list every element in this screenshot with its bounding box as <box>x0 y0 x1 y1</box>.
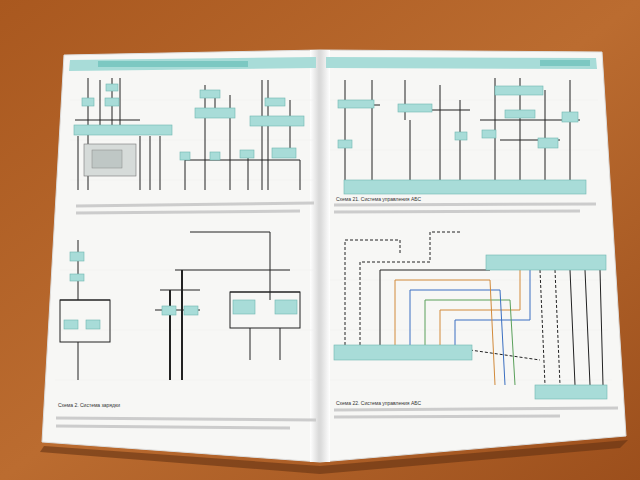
caption-text-blur <box>334 416 560 417</box>
caption: Схема 2. Система зарядки <box>58 402 120 408</box>
component-box <box>338 86 586 194</box>
wiring-diagram <box>75 78 300 190</box>
caption-text-blur <box>334 211 580 212</box>
caption-text-blur <box>56 418 316 420</box>
header-bar <box>98 61 248 67</box>
caption-text-blur <box>334 408 618 410</box>
right-page <box>320 50 626 462</box>
header-bar <box>326 57 597 69</box>
header-bar <box>69 57 316 71</box>
caption-text-blur <box>76 203 314 206</box>
component-box <box>334 255 607 399</box>
left-page <box>42 50 320 462</box>
wiring-diagram <box>60 232 300 380</box>
component-box <box>64 252 297 329</box>
caption-text-blur <box>334 204 596 205</box>
caption-text-blur <box>76 211 300 213</box>
grid <box>55 100 612 380</box>
caption: Схема 22. Система управления АБС <box>336 400 421 406</box>
spine <box>310 50 330 462</box>
housing <box>84 144 136 176</box>
header-bar <box>540 60 590 66</box>
caption-text-blur <box>56 426 290 428</box>
wiring-diagram <box>340 78 580 180</box>
housing <box>92 150 122 168</box>
caption: Схема 21. Система управления АБС <box>336 196 421 202</box>
